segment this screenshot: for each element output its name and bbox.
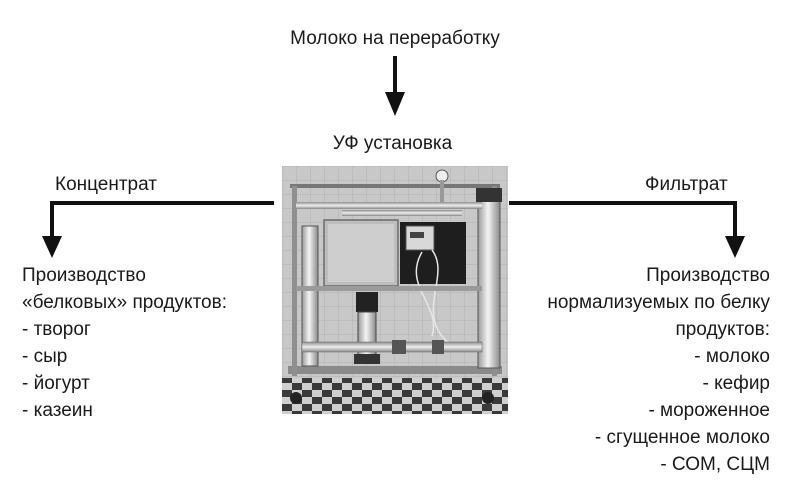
concentrate-product-line: - творог — [22, 319, 91, 340]
input-label: Молоко на переработку — [290, 28, 500, 49]
concentrate-label: Концентрат — [55, 174, 157, 195]
filtrate-arrow — [509, 201, 737, 240]
concentrate-arrow — [50, 201, 274, 240]
concentrate-product-line: «белковых» продуктов: — [22, 292, 227, 313]
input-arrowhead — [385, 92, 405, 116]
filtrate-label: Фильтрат — [645, 174, 728, 195]
concentrate-product-line: Производство — [22, 265, 146, 286]
uf-unit-photo — [282, 166, 508, 414]
filtrate-product-line: - мороженное — [648, 400, 770, 421]
filtrate-product-line: - СОМ, СЦМ — [660, 454, 770, 475]
filtrate-product-line: продуктов: — [675, 319, 770, 340]
filtrate-product-line: нормализуемых по белку — [547, 292, 770, 313]
filtrate-product-line: Производство — [646, 265, 770, 286]
filtrate-product-line: - сгущенное молоко — [594, 427, 770, 448]
concentrate-product-line: - казеин — [22, 400, 93, 421]
uf-unit-label: УФ установка — [332, 133, 453, 154]
filtrate-product-line: - кефир — [702, 373, 770, 394]
filtrate-product-line: - молоко — [694, 346, 770, 367]
filtrate-products: Производство нормализуемых по белку продук… — [547, 262, 770, 478]
concentrate-product-line: - йогурт — [22, 373, 90, 394]
filtrate-arrowhead — [725, 236, 745, 258]
concentrate-product-line: - сыр — [22, 346, 68, 367]
concentrate-products: Производство «белковых» продуктов: - творо… — [22, 262, 227, 424]
concentrate-arrowhead — [42, 236, 62, 258]
